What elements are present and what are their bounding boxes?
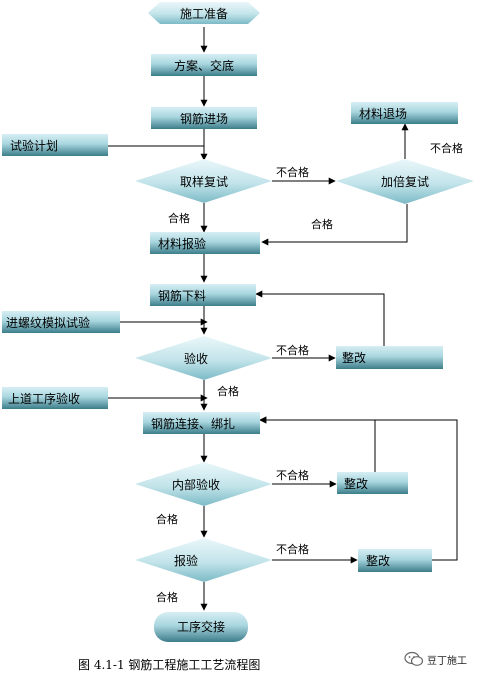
node-report-label: 材料报验 [158, 236, 206, 251]
edge-rectify1-cut [255, 290, 385, 346]
node-handover-label: 工序交接 [177, 619, 225, 634]
edge-label-fail-submit: 不合格 [276, 542, 309, 556]
node-retreat: 材料退场 [351, 102, 458, 124]
node-enter: 钢筋进场 [151, 107, 257, 129]
edge-double-report [261, 204, 408, 246]
edge-label-fail-double: 不合格 [430, 141, 463, 155]
node-rectify2: 整改 [337, 472, 408, 494]
edge-label-pass-sample: 合格 [168, 211, 190, 225]
edge-label-pass-double: 合格 [311, 217, 333, 231]
node-report: 材料报验 [150, 232, 260, 254]
edge-labels: 不合格 不合格 合格 合格 不合格 合格 不合格 合格 不合格 合格 [156, 141, 463, 604]
node-double: 加倍复试 [336, 159, 474, 204]
node-connect-label: 钢筋连接、绑扎 [151, 416, 235, 431]
connectors [107, 27, 458, 611]
edge-label-pass-internal: 合格 [156, 512, 178, 526]
edge-label-fail-internal: 不合格 [276, 468, 309, 482]
edge-rectify2-connect [259, 416, 376, 472]
node-inspect-label: 验收 [184, 351, 208, 366]
node-start: 施工准备 [148, 2, 260, 24]
node-sample-label: 取样复试 [180, 174, 228, 189]
node-start-label: 施工准备 [180, 7, 228, 21]
node-internal: 内部验收 [135, 462, 272, 506]
node-rectify2-label: 整改 [344, 476, 368, 491]
brand-watermark: 豆丁施工 [404, 651, 467, 667]
node-inspect: 验收 [135, 336, 272, 380]
node-cut: 钢筋下料 [150, 284, 256, 306]
node-retreat-label: 材料退场 [359, 107, 407, 121]
node-cut-label: 钢筋下料 [158, 288, 206, 303]
node-plan: 方案、交底 [151, 54, 257, 76]
node-handover: 工序交接 [154, 612, 248, 642]
node-thread-test-label: 进螺纹模拟试验 [6, 315, 90, 330]
node-submit: 报验 [135, 538, 272, 582]
brand-name: 豆丁施工 [427, 655, 467, 667]
edge-label-pass-inspect: 合格 [217, 384, 239, 398]
node-connect: 钢筋连接、绑扎 [143, 412, 260, 434]
node-plan-label: 方案、交底 [174, 58, 234, 73]
edge-label-fail-sample: 不合格 [276, 165, 309, 179]
node-rectify3-label: 整改 [366, 553, 390, 568]
edge-rectify3-connect [259, 416, 458, 561]
node-rectify3: 整改 [358, 549, 432, 572]
edge-label-pass-submit: 合格 [156, 590, 178, 604]
node-prev-process: 上道工序验收 [2, 387, 108, 409]
wechat-icon [404, 651, 424, 666]
node-rectify1: 整改 [336, 346, 443, 369]
node-test-plan-label: 试验计划 [10, 138, 58, 153]
figure-caption: 图 4.1-1 钢筋工程施工工艺流程图 [78, 658, 261, 672]
edge-label-fail-inspect: 不合格 [276, 343, 309, 357]
node-internal-label: 内部验收 [172, 477, 220, 492]
node-enter-label: 钢筋进场 [180, 111, 228, 126]
node-submit-label: 报验 [174, 553, 198, 568]
node-sample: 取样复试 [135, 159, 272, 203]
node-test-plan: 试验计划 [2, 134, 108, 156]
node-double-label: 加倍复试 [381, 174, 429, 189]
node-thread-test: 进螺纹模拟试验 [2, 311, 120, 333]
node-prev-process-label: 上道工序验收 [8, 391, 80, 406]
node-rectify1-label: 整改 [342, 350, 366, 365]
